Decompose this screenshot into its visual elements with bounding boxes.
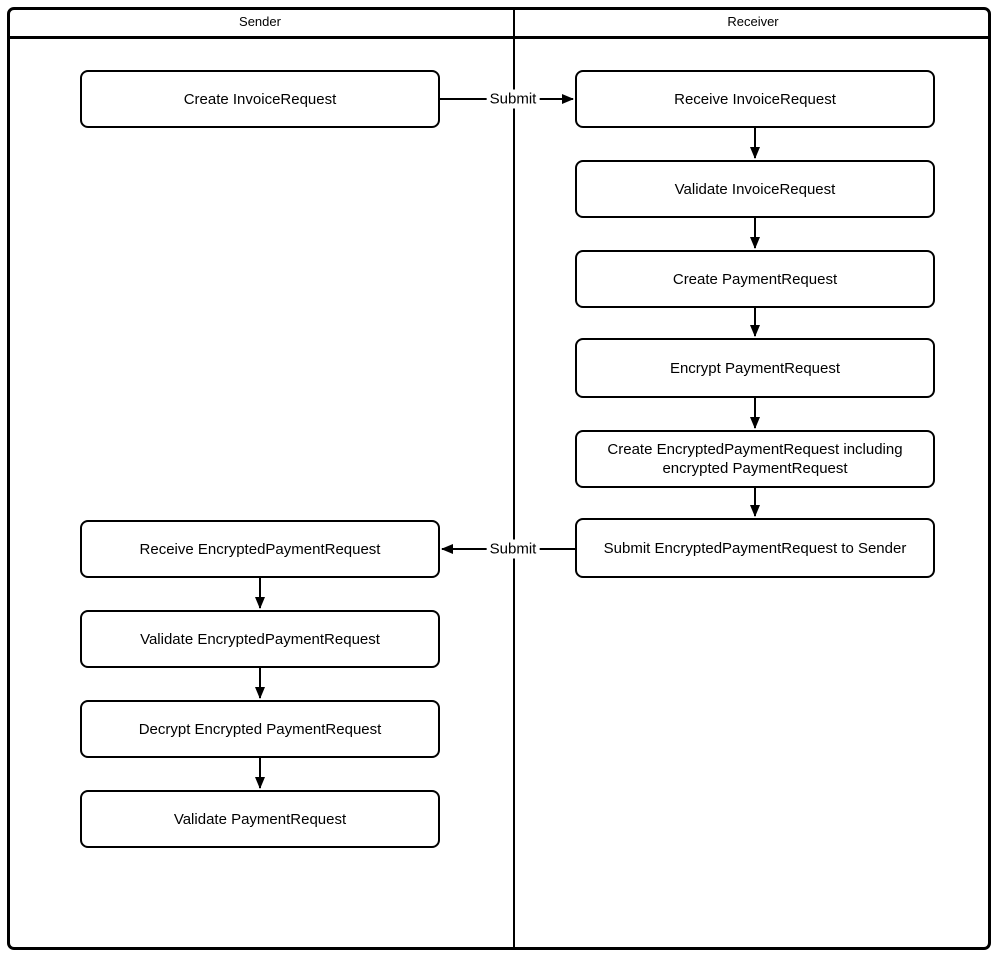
node-label: Validate PaymentRequest bbox=[173, 810, 347, 828]
node-label: Validate EncryptedPaymentRequest bbox=[140, 630, 380, 648]
node-validate-invoicerequest: Validate InvoiceRequest bbox=[575, 160, 935, 218]
node-label: Create InvoiceRequest bbox=[183, 90, 337, 108]
lane-title-receiver-label: Receiver bbox=[727, 14, 779, 29]
node-validate-encryptedpaymentrequest: Validate EncryptedPaymentRequest bbox=[80, 610, 440, 668]
node-label: Encrypt PaymentRequest bbox=[669, 359, 841, 377]
lane-divider bbox=[513, 7, 515, 950]
node-decrypt-encrypted-paymentrequest: Decrypt Encrypted PaymentRequest bbox=[80, 700, 440, 758]
node-submit-encryptedpaymentrequest-to-sender: Submit EncryptedPaymentRequest to Sender bbox=[575, 518, 935, 578]
node-create-encryptedpaymentrequest: Create EncryptedPaymentRequest including… bbox=[575, 430, 935, 488]
node-label: Decrypt Encrypted PaymentRequest bbox=[138, 720, 382, 738]
node-create-invoicerequest: Create InvoiceRequest bbox=[80, 70, 440, 128]
node-label: Receive EncryptedPaymentRequest bbox=[139, 540, 381, 558]
lane-title-receiver: Receiver bbox=[515, 7, 991, 36]
node-encrypt-paymentrequest: Encrypt PaymentRequest bbox=[575, 338, 935, 398]
node-label: Receive InvoiceRequest bbox=[674, 90, 836, 108]
node-label: Create PaymentRequest bbox=[672, 270, 838, 288]
node-label: Create EncryptedPaymentRequest including… bbox=[607, 441, 903, 477]
node-label: Submit EncryptedPaymentRequest to Sender bbox=[603, 539, 907, 557]
lane-header-divider bbox=[7, 36, 991, 39]
node-create-paymentrequest: Create PaymentRequest bbox=[575, 250, 935, 308]
node-receive-invoicerequest: Receive InvoiceRequest bbox=[575, 70, 935, 128]
node-label: Validate InvoiceRequest bbox=[674, 180, 836, 198]
lane-title-sender-label: Sender bbox=[239, 14, 281, 29]
node-receive-encryptedpaymentrequest: Receive EncryptedPaymentRequest bbox=[80, 520, 440, 578]
edge-label-submit-bottom: Submit bbox=[486, 539, 540, 559]
lane-title-sender: Sender bbox=[7, 7, 513, 36]
node-validate-paymentrequest: Validate PaymentRequest bbox=[80, 790, 440, 848]
edge-label-submit-top: Submit bbox=[486, 89, 540, 109]
